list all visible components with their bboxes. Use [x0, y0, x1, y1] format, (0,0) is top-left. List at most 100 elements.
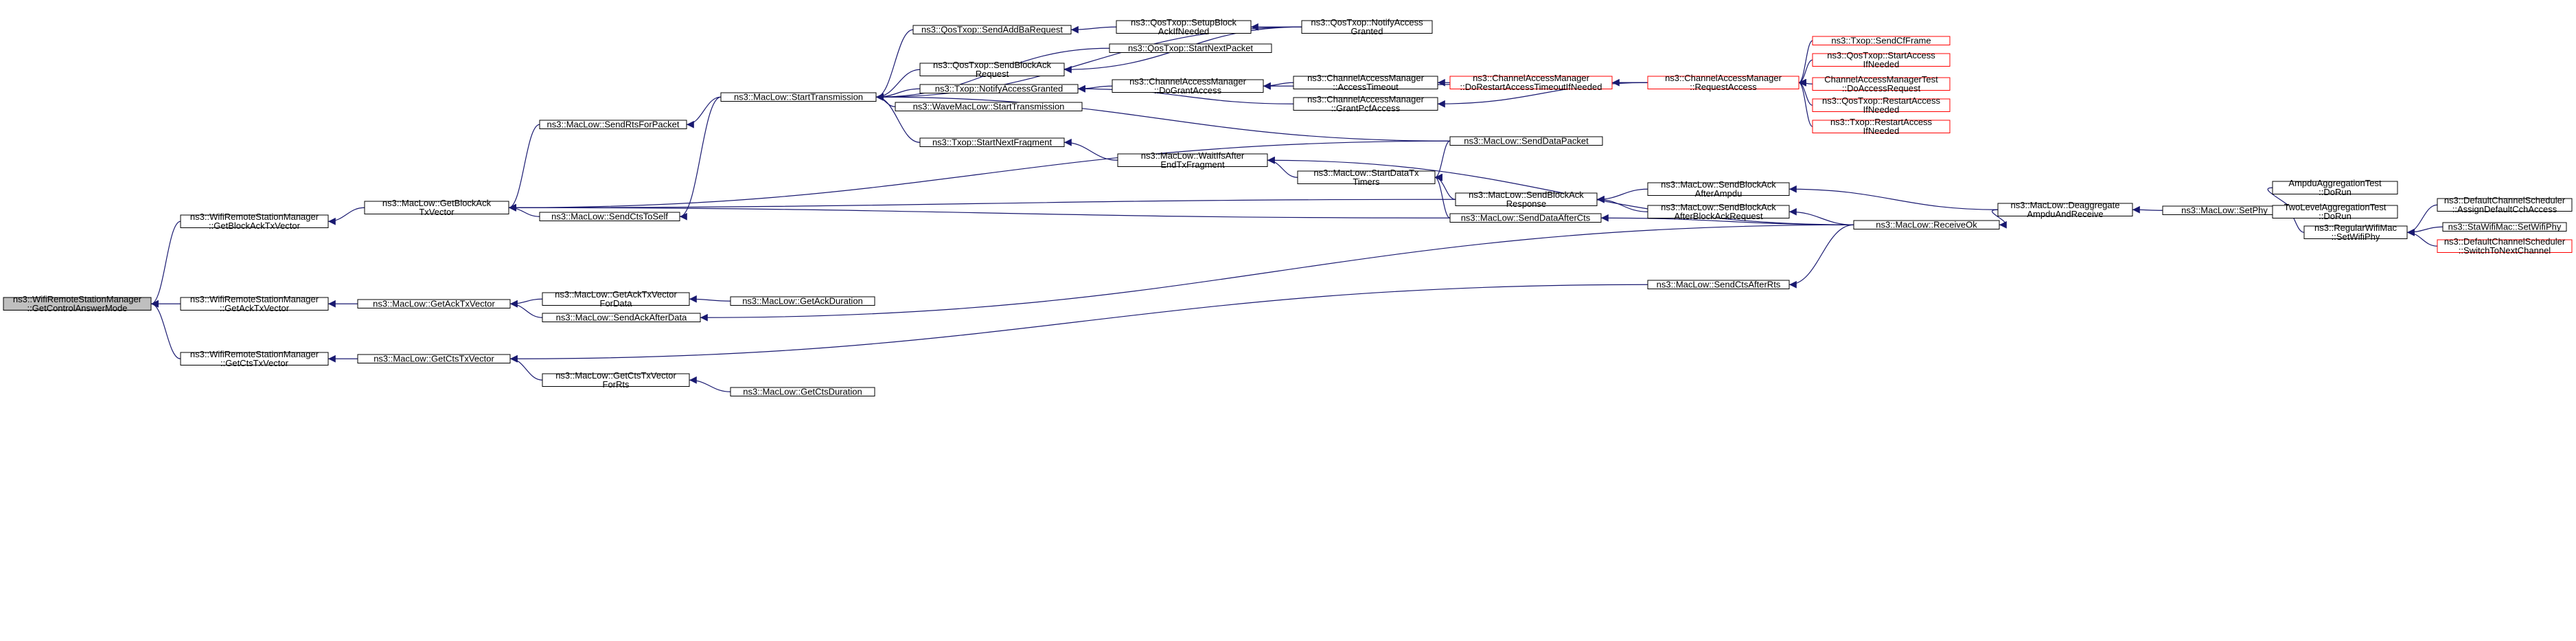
- node-box[interactable]: [1812, 98, 1951, 112]
- node-cam-do-restart-access-timeout[interactable]: ns3::ChannelAccessManager::DoRestartAcce…: [1449, 73, 1613, 92]
- node-sta-wifi-mac-set-wifi-phy[interactable]: ns3::StaWifiMac::SetWifiPhy: [2442, 221, 2567, 232]
- node-mac-get-ack-tx-vector[interactable]: ns3::MacLow::GetAckTxVector: [357, 298, 511, 308]
- node-get-ack-duration[interactable]: ns3::MacLow::GetAckDuration: [730, 295, 875, 306]
- node-box[interactable]: [2272, 205, 2398, 218]
- node-send-data-packet[interactable]: ns3::MacLow::SendDataPacket: [1449, 135, 1603, 146]
- node-cam-do-grant-access[interactable]: ns3::ChannelAccessManager::DoGrantAccess: [1112, 76, 1264, 95]
- node-ampdu-aggregation-test-do-run[interactable]: AmpduAggregationTest::DoRun: [2272, 178, 2398, 197]
- node-box[interactable]: [1112, 79, 1264, 93]
- node-regular-wifi-mac-set-wifi-phy[interactable]: ns3::RegularWifiMac::SetWifiPhy: [2303, 223, 2408, 242]
- node-box[interactable]: [730, 387, 875, 396]
- node-box[interactable]: [730, 296, 875, 306]
- node-cam-access-timeout[interactable]: ns3::ChannelAccessManager::AccessTimeout: [1293, 73, 1438, 92]
- node-box[interactable]: [895, 102, 1083, 111]
- node-mac-get-cts-tx-vector[interactable]: ns3::MacLow::GetCtsTxVector: [357, 353, 511, 363]
- node-box[interactable]: [1853, 220, 2000, 229]
- node-default-channel-scheduler-switch[interactable]: ns3::DefaultChannelScheduler::SwitchToNe…: [2437, 236, 2573, 256]
- node-box[interactable]: [1812, 53, 1951, 67]
- node-box[interactable]: [1812, 77, 1951, 91]
- node-receive-ok[interactable]: ns3::MacLow::ReceiveOk: [1853, 219, 2000, 229]
- node-box[interactable]: [1449, 213, 1602, 223]
- node-send-cts-to-self[interactable]: ns3::MacLow::SendCtsToSelf: [539, 211, 680, 221]
- node-send-block-ack-after-block-ack-request[interactable]: ns3::MacLow::SendBlockAckAfterBlockAckRe…: [1647, 202, 1790, 221]
- node-label: ::SwitchToNextChannel: [2459, 245, 2551, 256]
- node-box[interactable]: [542, 373, 690, 387]
- node-box[interactable]: [2437, 198, 2573, 212]
- node-box[interactable]: [180, 352, 329, 366]
- node-box[interactable]: [720, 92, 877, 102]
- node-get-block-ack-tx-vector-mgr[interactable]: ns3::WifiRemoteStationManager::GetBlockA…: [180, 212, 329, 231]
- node-wave-start-transmission[interactable]: ns3::WaveMacLow::StartTransmission: [895, 101, 1083, 111]
- node-send-rts-for-packet[interactable]: ns3::MacLow::SendRtsForPacket: [539, 119, 687, 129]
- node-box[interactable]: [1812, 36, 1951, 45]
- node-box[interactable]: [1647, 182, 1790, 196]
- node-qos-send-add-ba-request[interactable]: ns3::QosTxop::SendAddBaRequest: [912, 24, 1072, 34]
- node-default-channel-scheduler-assign[interactable]: ns3::DefaultChannelScheduler::AssignDefa…: [2437, 195, 2573, 214]
- node-box[interactable]: [1647, 280, 1790, 289]
- node-cam-test-do-access-request[interactable]: ChannelAccessManagerTest::DoAccessReques…: [1812, 74, 1951, 93]
- node-box[interactable]: [2437, 239, 2573, 253]
- node-box[interactable]: [542, 292, 690, 306]
- node-box[interactable]: [357, 299, 511, 308]
- node-box[interactable]: [1997, 203, 2133, 216]
- node-get-ack-tx-vector-mgr[interactable]: ns3::WifiRemoteStationManager::GetAckTxV…: [180, 294, 329, 313]
- node-box[interactable]: [919, 63, 1065, 76]
- node-mac-get-block-ack-tx-vector[interactable]: ns3::MacLow::GetBlockAckTxVector: [364, 198, 509, 217]
- node-txop-send-cf-frame[interactable]: ns3::Txop::SendCfFrame: [1812, 35, 1951, 45]
- node-send-ack-after-data[interactable]: ns3::MacLow::SendAckAfterData: [542, 312, 701, 322]
- node-box[interactable]: [180, 214, 329, 228]
- node-box[interactable]: [1449, 136, 1603, 146]
- node-box[interactable]: [1647, 76, 1799, 89]
- node-box[interactable]: [1449, 76, 1613, 89]
- node-box[interactable]: [539, 212, 680, 221]
- node-get-cts-duration[interactable]: ns3::MacLow::GetCtsDuration: [730, 386, 875, 396]
- node-root[interactable]: ns3::WifiRemoteStationManager::GetContro…: [3, 294, 152, 313]
- node-box[interactable]: [1297, 170, 1436, 184]
- node-box[interactable]: [1116, 20, 1252, 34]
- node-box[interactable]: [2442, 222, 2567, 232]
- node-txop-notify-access-granted[interactable]: ns3::Txop::NotifyAccessGranted: [919, 83, 1079, 93]
- node-box[interactable]: [364, 201, 509, 214]
- node-box[interactable]: [1293, 97, 1438, 111]
- node-start-transmission[interactable]: ns3::MacLow::StartTransmission: [720, 91, 877, 102]
- node-box[interactable]: [1301, 20, 1433, 34]
- node-box[interactable]: [1293, 76, 1438, 89]
- node-box[interactable]: [919, 84, 1079, 93]
- node-box[interactable]: [180, 297, 329, 311]
- node-cam-request-access[interactable]: ns3::ChannelAccessManager::RequestAccess: [1647, 73, 1799, 92]
- node-box[interactable]: [2303, 225, 2408, 239]
- node-box[interactable]: [1109, 43, 1272, 53]
- node-qos-start-next-packet[interactable]: ns3::QosTxop::StartNextPacket: [1109, 43, 1272, 53]
- node-box[interactable]: [539, 120, 687, 129]
- node-box[interactable]: [542, 313, 701, 322]
- node-get-cts-tx-vector-mgr[interactable]: ns3::WifiRemoteStationManager::GetCtsTxV…: [180, 349, 329, 368]
- node-box[interactable]: [912, 25, 1072, 34]
- node-txop-start-next-fragment[interactable]: ns3::Txop::StartNextFragment: [919, 137, 1065, 147]
- node-set-phy[interactable]: ns3::MacLow::SetPhy: [2162, 205, 2287, 215]
- node-box[interactable]: [3, 297, 152, 311]
- node-box[interactable]: [2272, 181, 2398, 194]
- node-box[interactable]: [1117, 153, 1268, 167]
- node-send-data-after-cts[interactable]: ns3::MacLow::SendDataAfterCts: [1449, 212, 1602, 223]
- node-qos-notify-access-granted[interactable]: ns3::QosTxop::NotifyAccessGranted: [1301, 17, 1433, 36]
- node-box[interactable]: [1647, 205, 1790, 218]
- node-box[interactable]: [357, 354, 511, 363]
- node-box[interactable]: [1812, 120, 1951, 133]
- node-two-level-aggregation-test-do-run[interactable]: TwoLevelAggregationTest::DoRun: [2272, 202, 2398, 221]
- node-box[interactable]: [1455, 192, 1598, 206]
- node-cam-grant-pcf-access[interactable]: ns3::ChannelAccessManager::GrantPcfAcces…: [1293, 94, 1438, 113]
- node-send-cts-after-rts[interactable]: ns3::MacLow::SendCtsAfterRts: [1647, 279, 1790, 289]
- node-box[interactable]: [919, 137, 1065, 147]
